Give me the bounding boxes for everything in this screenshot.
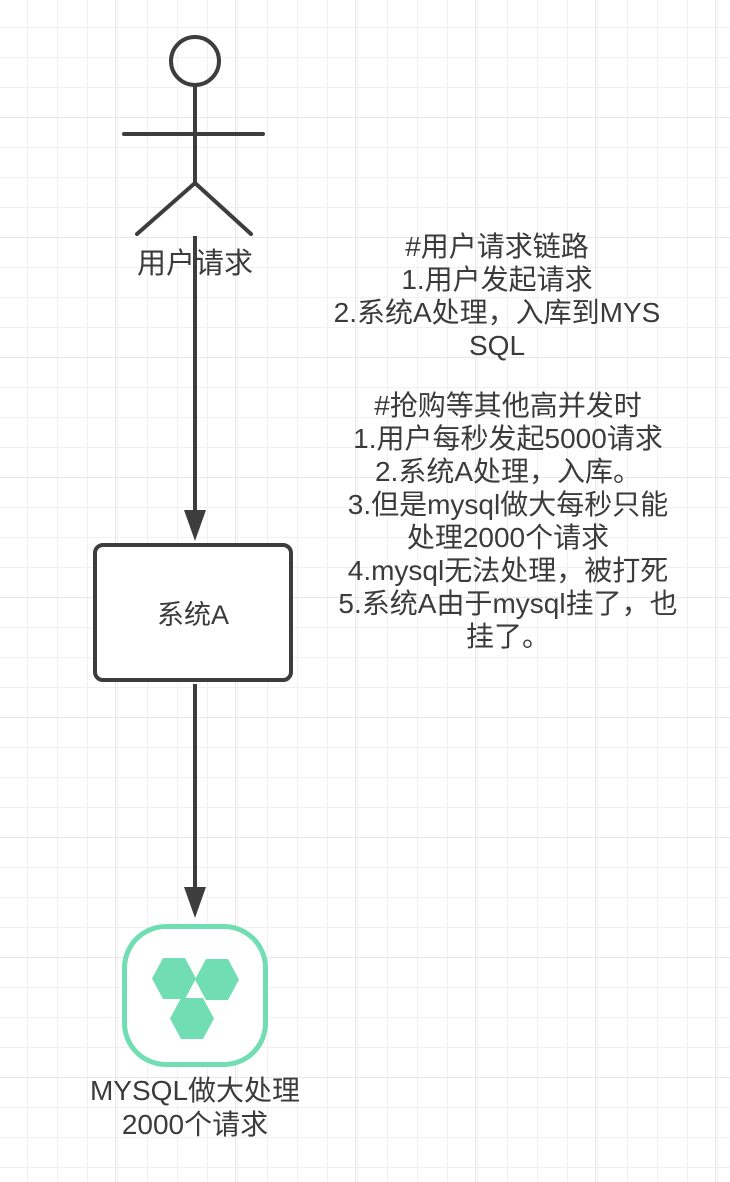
annotation-line: 1.用户每秒发起5000请求: [353, 423, 663, 454]
hexagon-icon: [195, 959, 239, 1000]
annotation-line: 1.用户发起请求: [401, 264, 593, 295]
annotation-line: SQL: [468, 330, 526, 361]
mysql-label-line2: 2000个请求: [121, 1109, 269, 1140]
system-a-node: 系统A: [93, 543, 293, 682]
annotation-request-chain: #用户请求链路 1.用户发起请求 2.系统A处理，入库到MYS SQL: [315, 230, 679, 362]
actor-head: [169, 35, 221, 87]
annotation-line: 5.系统A由于mysql挂了，也: [338, 588, 678, 619]
system-a-label: 系统A: [156, 600, 229, 630]
mysql-label: MYSQL做大处理 2000个请求: [35, 1074, 355, 1142]
annotation-line: #用户请求链路: [405, 231, 589, 262]
annotation-line: 处理2000个请求: [406, 522, 610, 553]
annotation-line: 3.但是mysql做大每秒只能: [347, 489, 669, 520]
actor-right-leg: [193, 181, 253, 236]
arrowhead-down-icon: [184, 887, 206, 918]
hexagon-icon: [170, 998, 214, 1039]
connector-system-to-mysql: [184, 684, 206, 918]
annotation-line: 2.系统A处理，入库。: [374, 456, 642, 487]
annotation-line: 挂了。: [465, 621, 550, 652]
connector-actor-to-system: [184, 236, 206, 541]
annotation-high-concurrency: #抢购等其他高并发时 1.用户每秒发起5000请求 2.系统A处理，入库。 3.…: [313, 389, 703, 653]
hexagon-icon: [152, 958, 196, 999]
actor-label: 用户请求: [136, 248, 253, 280]
actor-left-leg: [135, 181, 197, 236]
mysql-node: [122, 924, 268, 1067]
mysql-label-line1: MYSQL做大处理: [89, 1075, 301, 1106]
annotation-line: #抢购等其他高并发时: [374, 390, 642, 421]
actor-icon: [122, 35, 265, 236]
annotation-line: 4.mysql无法处理，被打死: [347, 555, 669, 586]
annotation-line: 2.系统A处理，入库到MYS: [333, 297, 661, 328]
arrowhead-down-icon: [184, 510, 206, 541]
